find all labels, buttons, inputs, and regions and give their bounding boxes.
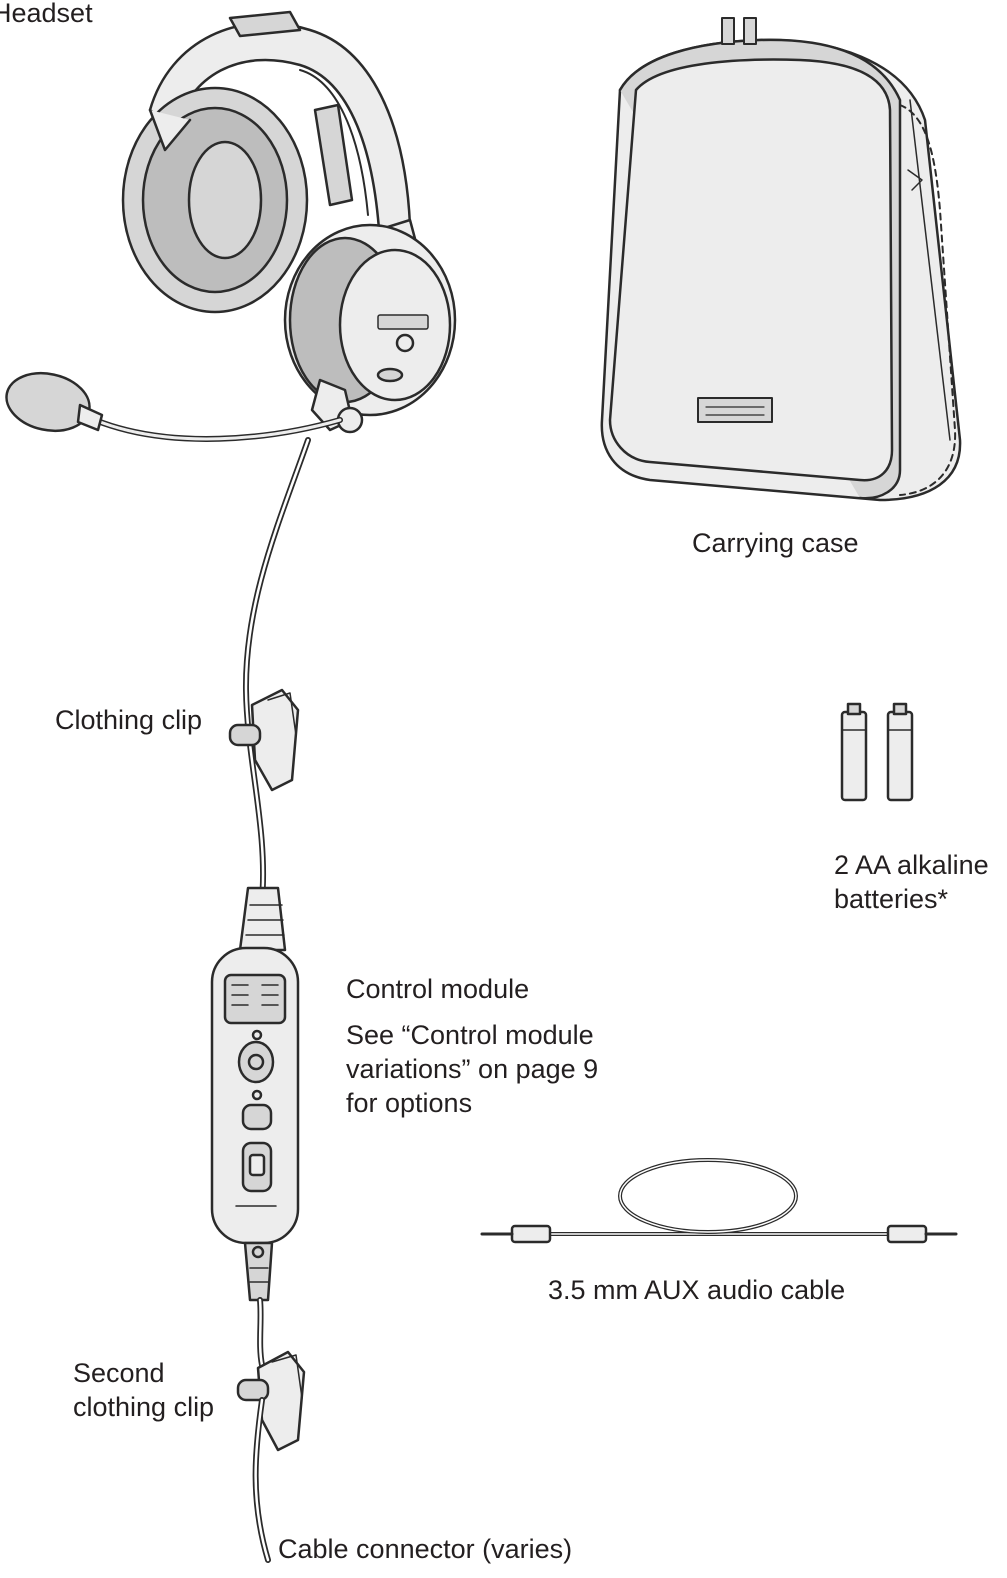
batteries-label-line-1: 2 AA alkaline [834,850,989,880]
batteries-label-line-2: batteries* [834,884,949,914]
clothing-clip-label: Clothing clip [55,705,203,735]
control-module-note-line-3: for options [346,1088,473,1118]
control-module-note: See “Control module variations” on page … [346,1018,598,1120]
batteries-illustration [840,702,914,802]
second-clothing-clip-label-line-2: clothing clip [73,1392,215,1422]
headset-illustration [5,10,457,903]
carrying-case-illustration [600,17,962,502]
clothing-clip-illustration [228,688,300,792]
batteries-label: 2 AA alkaline batteries* [834,848,989,916]
second-clothing-clip-label-line-1: Second [73,1358,165,1388]
second-clothing-clip-label: Second clothing clip [73,1356,214,1424]
control-module-illustration [210,886,300,1368]
control-module-label: Control module [346,974,530,1004]
cable-connector-label: Cable connector (varies) [278,1534,573,1564]
carrying-case-label: Carrying case [692,528,859,558]
control-module-note-line-1: See “Control module [346,1020,594,1050]
headset-label: Headset [0,0,93,28]
control-module-note-line-2: variations” on page 9 [346,1054,599,1084]
aux-cable-label: 3.5 mm AUX audio cable [548,1275,846,1305]
second-clothing-clip-illustration [236,1350,306,1563]
aux-cable-illustration [480,1158,958,1244]
